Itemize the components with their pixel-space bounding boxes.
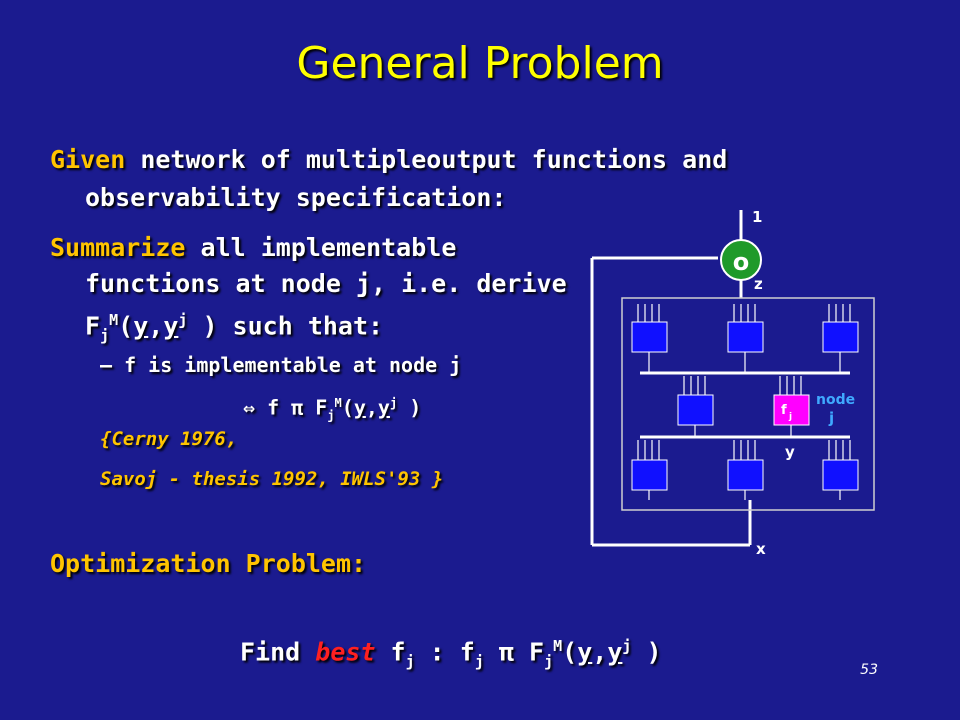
equivalence-line: ⇔ f π FjM(y,yj ) xyxy=(243,390,421,429)
opt-y: y xyxy=(577,637,593,667)
opt-f2-sub: j xyxy=(474,652,484,671)
summarize-line-1-text: all implementable xyxy=(185,233,457,262)
output-node-label: o xyxy=(733,248,750,276)
input-arrows xyxy=(637,304,851,500)
node-j-label: j xyxy=(828,409,834,427)
opt-close: ) xyxy=(631,637,662,667)
equiv-y: y xyxy=(353,395,366,420)
opt-subset: π xyxy=(483,637,530,667)
bullet-dash: – xyxy=(100,353,113,377)
F-symbol: F xyxy=(85,311,101,341)
opt-F-sup: M xyxy=(553,637,563,655)
node-label: node xyxy=(816,392,855,408)
equiv-comma: , xyxy=(365,395,378,420)
bottom-box-1 xyxy=(631,459,668,491)
equiv-yj: y xyxy=(377,395,390,420)
output-node xyxy=(720,239,762,281)
page-number: 53 xyxy=(860,662,878,678)
summarize-line-3: FjM(y,yj ) such that: xyxy=(85,302,383,353)
yj-vector: y xyxy=(163,311,179,341)
opt-open: ( xyxy=(562,637,578,667)
paren-open: ( xyxy=(118,311,134,341)
citation-line-1: {Cerny 1976, xyxy=(100,428,238,450)
top-box-2 xyxy=(727,321,764,353)
output-label: 1 xyxy=(752,208,762,226)
bullet-text: f is implementable at node j xyxy=(124,353,462,377)
equivalence-symbol: ⇔ xyxy=(243,395,256,420)
optimization-formula: Find best fj : fj π FjM(y,yj ) xyxy=(240,628,662,679)
fj-subscript: j xyxy=(788,412,792,422)
summarize-keyword: Summarize xyxy=(50,233,186,262)
optimization-heading: Optimization Problem: xyxy=(50,549,367,578)
equiv-F-sup: M xyxy=(334,396,342,410)
summarize-line-2: functions at node j, i.e. derive xyxy=(85,269,567,298)
equiv-f: f xyxy=(255,395,292,420)
equiv-F-sub: j xyxy=(327,408,335,423)
z-label: z xyxy=(754,275,763,293)
y-vector: y xyxy=(133,311,149,341)
fj-label: f xyxy=(781,403,787,418)
opt-yj: y xyxy=(607,637,623,667)
best-text: best xyxy=(315,637,376,667)
top-box-1 xyxy=(631,321,668,353)
x-label: x xyxy=(756,540,766,558)
such-that-text: ) such that: xyxy=(187,311,384,341)
opt-yj-sup: j xyxy=(622,637,632,655)
bottom-box-3 xyxy=(822,459,859,491)
bullet-line: – f is implementable at node j xyxy=(100,352,461,378)
equiv-F: F xyxy=(303,395,328,420)
find-text: Find xyxy=(240,637,316,667)
network-boundary xyxy=(621,297,875,511)
given-keyword: Given xyxy=(50,145,126,174)
F-subscript: j xyxy=(100,326,110,345)
opt-f: f xyxy=(375,637,406,667)
equiv-yj-sup: j xyxy=(389,396,398,410)
given-line-1-text: network of multipleoutput functions and xyxy=(125,145,728,174)
equiv-open: ( xyxy=(341,395,354,420)
citation-line-2: Savoj - thesis 1992, IWLS'93 } xyxy=(100,468,444,490)
fj-box xyxy=(773,394,810,426)
summarize-line-1: Summarize all implementable xyxy=(50,230,456,266)
comma: , xyxy=(148,311,164,341)
given-line-1: Given network of multipleoutput function… xyxy=(50,142,727,178)
top-box-3 xyxy=(822,321,859,353)
opt-F: F xyxy=(529,637,545,667)
yj-superscript: j xyxy=(178,311,188,329)
equiv-close: ) xyxy=(397,395,422,420)
y-label: y xyxy=(785,443,795,461)
opt-colon: : f xyxy=(414,637,475,667)
F-superscript: M xyxy=(109,311,119,329)
subset-symbol: π xyxy=(291,395,304,420)
opt-comma: , xyxy=(592,637,608,667)
opt-f-sub: j xyxy=(405,652,415,671)
slide-title: General Problem xyxy=(296,38,664,89)
middle-box-1 xyxy=(677,394,714,426)
given-line-2: observability specification: xyxy=(85,183,507,212)
bottom-box-2 xyxy=(727,459,764,491)
opt-F-sub: j xyxy=(544,652,554,671)
